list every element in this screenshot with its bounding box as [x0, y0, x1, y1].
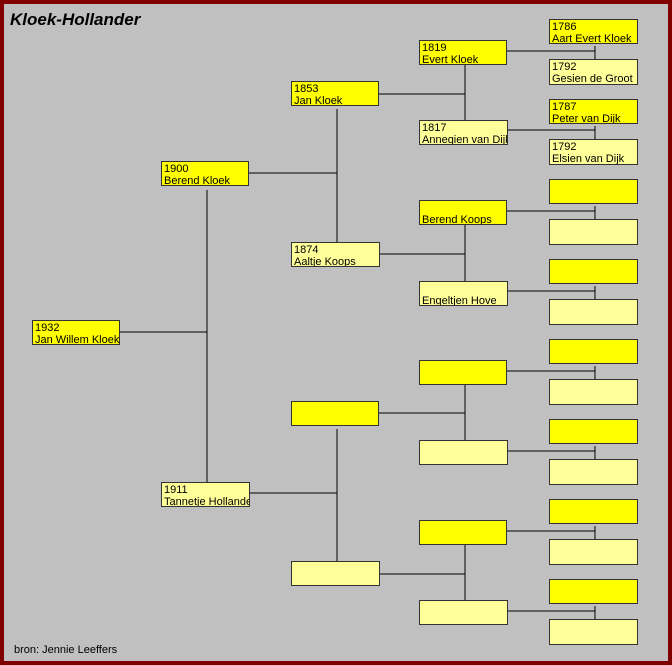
person-name: Jan Kloek: [294, 95, 343, 106]
person-name: Berend Kloek: [164, 175, 231, 186]
person-elsien-van-dijk[interactable]: 1792 Elsien van Dijk: [549, 139, 638, 165]
person-year: 1874: [294, 244, 319, 256]
person-unknown[interactable]: [549, 179, 638, 204]
person-name: Aart Evert Kloek: [552, 33, 632, 44]
person-name: Peter van Dijk: [552, 113, 621, 124]
person-name: Gesien de Groot: [552, 73, 633, 85]
person-unknown[interactable]: [549, 579, 638, 604]
person-engeltjen-hove[interactable]: Engeltjen Hove: [419, 281, 508, 306]
person-year: 1932: [35, 322, 60, 334]
person-unknown[interactable]: [419, 440, 508, 465]
person-unknown[interactable]: [549, 619, 638, 645]
person-year: 1819: [422, 42, 447, 54]
person-unknown[interactable]: [419, 360, 507, 385]
person-unknown[interactable]: [549, 459, 638, 485]
person-name: Evert Kloek: [422, 54, 479, 65]
person-jan-kloek[interactable]: 1853 Jan Kloek: [291, 81, 379, 106]
person-year: 1911: [164, 484, 188, 496]
person-unknown[interactable]: [549, 339, 638, 364]
person-unknown[interactable]: [549, 219, 638, 245]
person-aaltje-koops[interactable]: 1874 Aaltje Koops: [291, 242, 380, 267]
person-unknown[interactable]: [549, 539, 638, 565]
person-unknown[interactable]: [419, 600, 508, 625]
person-annegien-van-dijk[interactable]: 1817 Annegien van Dijk: [419, 120, 508, 145]
person-unknown[interactable]: [549, 499, 638, 524]
person-unknown[interactable]: [549, 419, 638, 444]
person-aart-evert-kloek[interactable]: 1786 Aart Evert Kloek: [549, 19, 638, 44]
person-year: [422, 202, 504, 214]
person-unknown[interactable]: [549, 259, 638, 284]
person-name: Aaltje Koops: [294, 256, 356, 267]
person-evert-kloek[interactable]: 1819 Evert Kloek: [419, 40, 507, 65]
person-unknown[interactable]: [549, 379, 638, 405]
person-year: 1786: [552, 21, 577, 33]
person-name: Engeltjen Hove: [422, 295, 497, 306]
person-berend-koops[interactable]: Berend Koops: [419, 200, 507, 225]
person-year: 1792: [552, 141, 577, 153]
person-gesien-de-groot[interactable]: 1792 Gesien de Groot: [549, 59, 638, 85]
person-berend-kloek[interactable]: 1900 Berend Kloek: [161, 161, 249, 186]
person-peter-van-dijk[interactable]: 1787 Peter van Dijk: [549, 99, 638, 124]
person-year: 1900: [164, 163, 189, 175]
person-year: [422, 283, 505, 295]
person-name: Annegien van Dijk: [422, 134, 508, 145]
person-name: Jan Willem Kloek: [35, 334, 120, 345]
person-name: Elsien van Dijk: [552, 153, 625, 165]
person-unknown[interactable]: [549, 299, 638, 325]
person-year: 1792: [552, 61, 577, 73]
person-unknown[interactable]: [291, 401, 379, 426]
person-name: Berend Koops: [422, 214, 492, 225]
person-year: 1787: [552, 101, 577, 113]
chart-title: Kloek-Hollander: [10, 10, 141, 29]
person-jan-willem-kloek[interactable]: 1932 Jan Willem Kloek: [32, 320, 120, 345]
person-name: Tannetje Hollander: [164, 496, 250, 507]
person-year: 1853: [294, 83, 319, 95]
source-credit: bron: Jennie Leeffers: [14, 644, 118, 656]
person-unknown[interactable]: [291, 561, 380, 586]
person-unknown[interactable]: [419, 520, 507, 545]
person-tannetje-hollander[interactable]: 1911 Tannetje Hollander: [161, 482, 250, 507]
person-year: 1817: [422, 122, 447, 134]
